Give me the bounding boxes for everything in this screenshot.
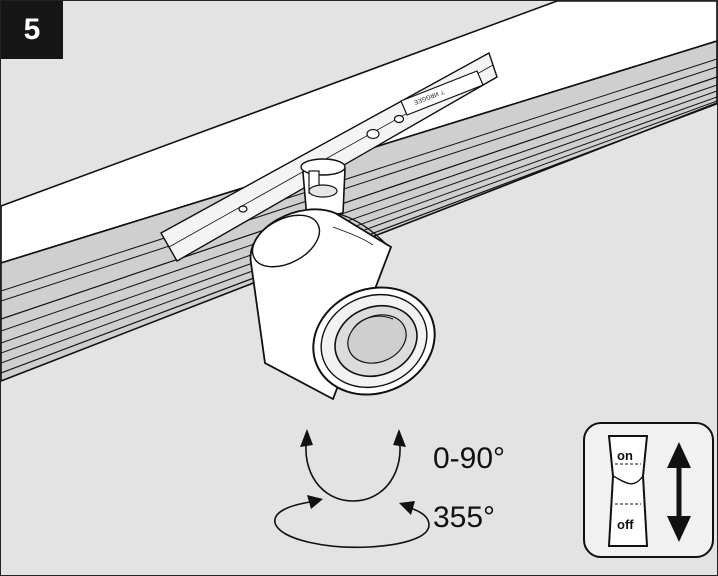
- adapter-screw: [366, 128, 380, 140]
- switch-on-label: on: [617, 448, 633, 463]
- switch-toggle-icon: [607, 435, 691, 547]
- up-down-arrow-icon: [667, 442, 691, 542]
- on-off-switch-panel: on off: [583, 422, 714, 558]
- adapter-screw: [238, 205, 248, 213]
- tilt-range-label: 0-90°: [433, 442, 506, 475]
- rotation-arrow-icon: [274, 495, 430, 549]
- tilt-arrow-icon: [300, 429, 406, 502]
- rotation-range-label: 355°: [433, 501, 496, 534]
- adapter-label-plate: [400, 70, 484, 116]
- step-number-badge: 5: [1, 1, 63, 59]
- adapter-screw: [393, 114, 405, 124]
- switch-off-label: off: [617, 517, 634, 532]
